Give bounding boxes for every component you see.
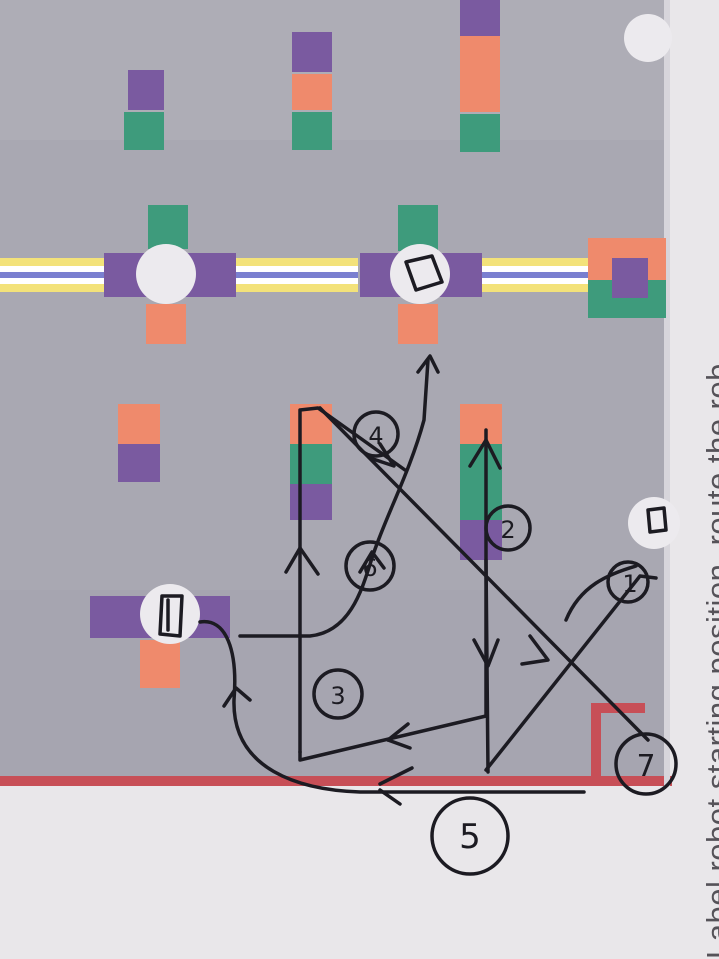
step-label-6: 6 [362, 554, 377, 582]
board-border [0, 776, 672, 786]
step-circle-1 [606, 560, 650, 604]
robot-square-mid [404, 254, 444, 292]
step-label-5: 5 [459, 817, 481, 857]
step-label-7: 7 [636, 749, 655, 784]
white-dot-corner [624, 14, 672, 62]
step-label-4: 4 [368, 422, 383, 450]
step-circle-3 [312, 668, 364, 720]
marker-mid-right [460, 404, 502, 560]
step-circle-2 [484, 504, 532, 552]
step-label-1: 1 [622, 570, 637, 598]
marker-top-left [124, 70, 164, 150]
step-circle-5 [430, 796, 510, 876]
intersection-left [104, 205, 236, 344]
robot-square-right [646, 506, 668, 534]
step-label-2: 2 [500, 516, 515, 544]
step-circle-4 [352, 410, 400, 458]
step-circle-6 [344, 540, 396, 592]
marker-right-edge [588, 238, 666, 318]
step-circle-7 [614, 732, 678, 796]
marker-mid-left [118, 404, 160, 482]
step-label-3: 3 [330, 682, 345, 710]
white-dot-right [628, 497, 680, 549]
marker-top-right [460, 0, 500, 152]
robot-square-start [158, 594, 184, 638]
margin-instruction-text: Label robot starting position, route the… [700, 363, 719, 959]
marker-mid-center [290, 404, 332, 520]
marker-top-mid [292, 32, 332, 150]
goal-bracket [591, 703, 645, 780]
track [0, 258, 592, 292]
hand-drawn-route [158, 254, 678, 876]
